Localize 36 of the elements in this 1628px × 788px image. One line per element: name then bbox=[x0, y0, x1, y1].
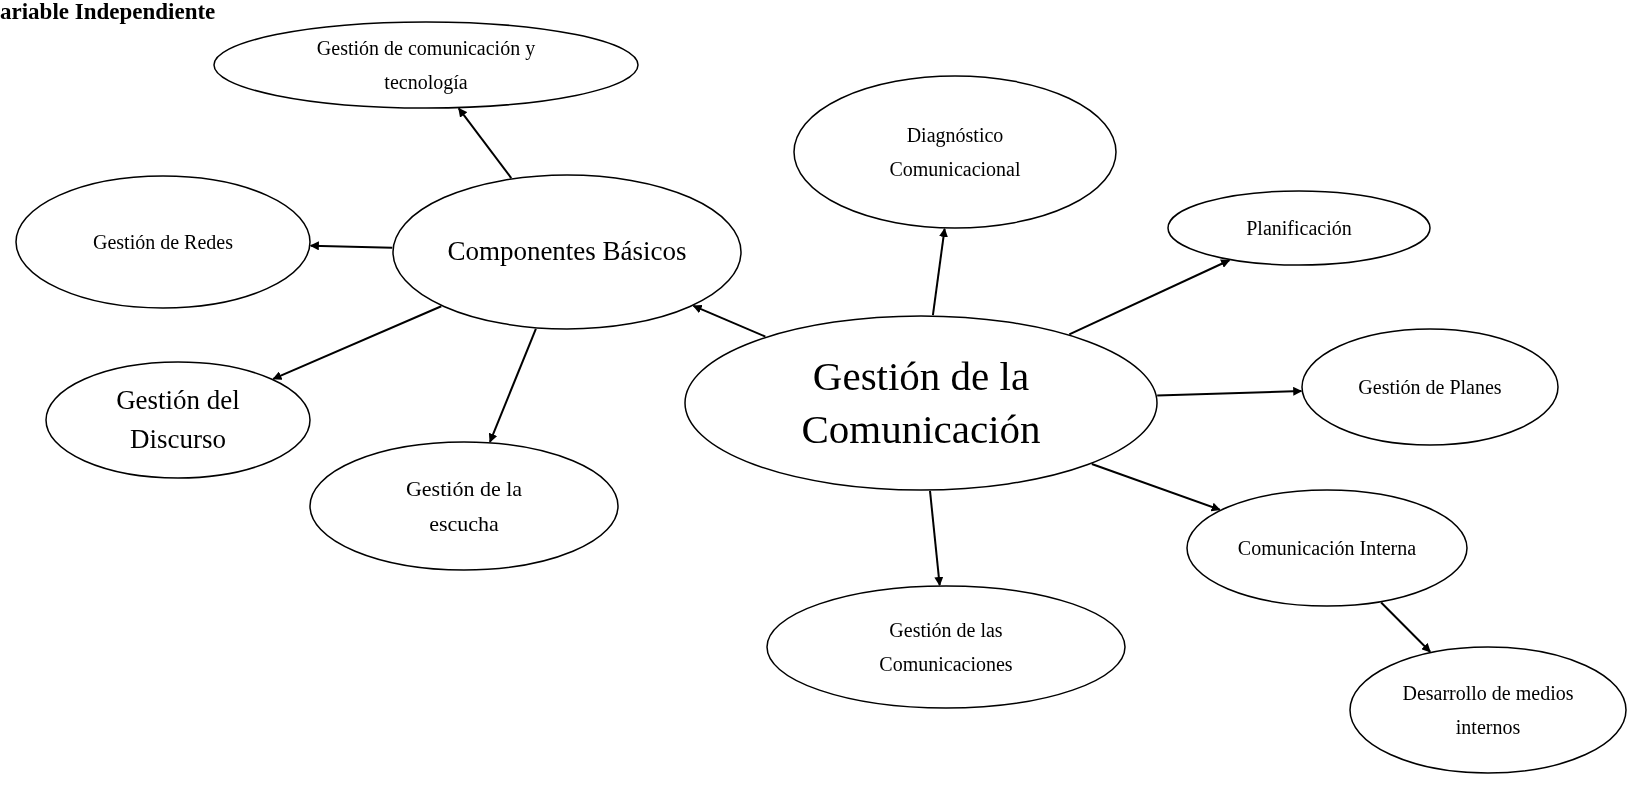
arrow bbox=[1068, 259, 1231, 336]
ellipse-node bbox=[213, 21, 639, 109]
node-label: Gestión de Planes bbox=[1357, 375, 1503, 400]
node-label: Desarrollo de medios internos bbox=[1401, 681, 1575, 740]
arrow bbox=[457, 107, 513, 180]
node-label: Diagnóstico Comunicacional bbox=[888, 123, 1022, 182]
arrow bbox=[929, 489, 944, 587]
arrow bbox=[1380, 601, 1432, 653]
arrow bbox=[488, 327, 537, 443]
node-label: Comunicación Interna bbox=[1236, 536, 1418, 561]
ellipse-node bbox=[1301, 328, 1559, 446]
node-label: Gestión de Redes bbox=[92, 230, 234, 255]
arrow bbox=[692, 304, 767, 338]
arrow bbox=[272, 305, 443, 380]
ellipse-node bbox=[15, 175, 311, 309]
node-label: Componentes Básicos bbox=[447, 235, 687, 269]
arrow bbox=[1090, 463, 1221, 512]
ellipse-node bbox=[309, 441, 619, 571]
arrow bbox=[931, 227, 948, 317]
ellipse-node bbox=[45, 361, 311, 479]
ellipse-node bbox=[766, 585, 1126, 709]
node-label: Gestión de las Comunicaciones bbox=[878, 618, 1014, 677]
ellipse-node bbox=[1186, 489, 1468, 607]
arrow bbox=[309, 241, 394, 251]
diagram-title: ariable Independiente bbox=[0, 0, 216, 24]
node-label: Planificación bbox=[1245, 216, 1353, 241]
ellipse-node bbox=[793, 75, 1117, 229]
node-label: Gestión de la Comunicación bbox=[800, 351, 1042, 454]
node-label: Gestión de la escucha bbox=[404, 474, 524, 538]
node-label: Gestión del Discurso bbox=[115, 383, 241, 456]
ellipse-node bbox=[1167, 190, 1431, 266]
ellipse-node bbox=[392, 174, 742, 330]
ellipse-node bbox=[1349, 646, 1627, 774]
ellipse-node bbox=[684, 315, 1158, 491]
arrow bbox=[1156, 386, 1303, 397]
node-label: Gestión de comunicación y tecnología bbox=[315, 36, 537, 96]
